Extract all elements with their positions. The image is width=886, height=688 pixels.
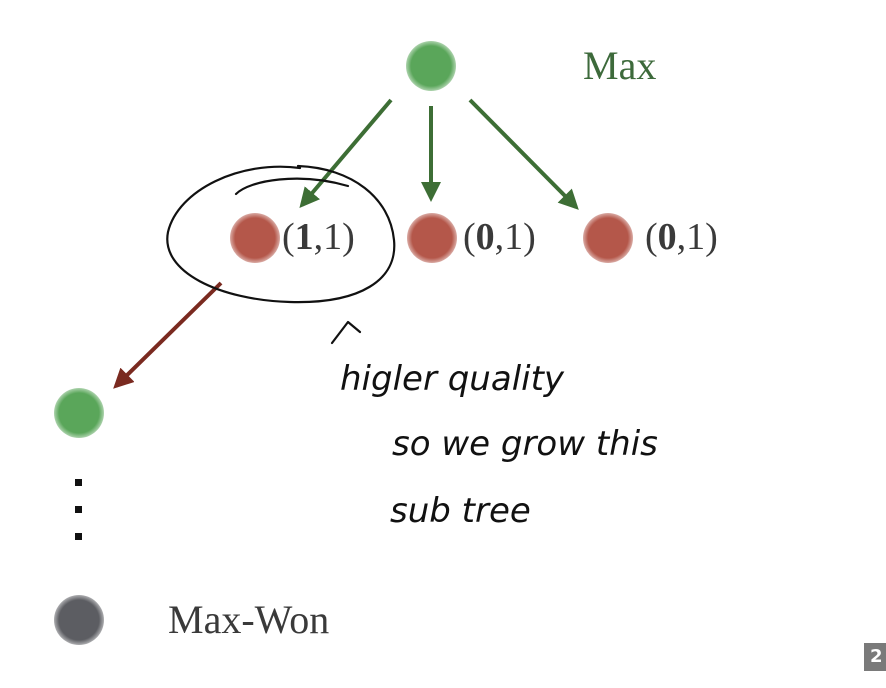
root-node [406, 41, 456, 91]
slide-page-number: 2 [864, 643, 886, 671]
expanded-node [54, 388, 104, 438]
terminal-label: Max-Won [168, 597, 330, 642]
edge-root-to-child-3 [468, 98, 579, 210]
handwritten-annotation: higler quality so we grow this sub tree [340, 359, 658, 531]
edge-child-to-expanded-node [113, 281, 223, 389]
handwritten-overstroke [234, 177, 350, 196]
root-label: Max [583, 43, 657, 88]
child-node-3 [583, 213, 633, 263]
child-1-value-label: (1,1) [282, 216, 355, 258]
annotation-line-1: higler quality [340, 359, 565, 399]
child-node-1 [230, 213, 280, 263]
child-3-value-label: (0,1) [645, 216, 718, 258]
terminal-node [54, 595, 104, 645]
annotation-line-3: sub tree [390, 491, 531, 531]
child-2-value-label: (0,1) [463, 216, 536, 258]
handwritten-circle [166, 164, 396, 304]
annotation-line-2: so we grow this [392, 424, 658, 464]
ellipsis-dots [75, 479, 82, 540]
handwritten-up-arrow [330, 320, 362, 345]
child-node-2 [407, 213, 457, 263]
edge-root-to-child-1 [299, 98, 393, 209]
